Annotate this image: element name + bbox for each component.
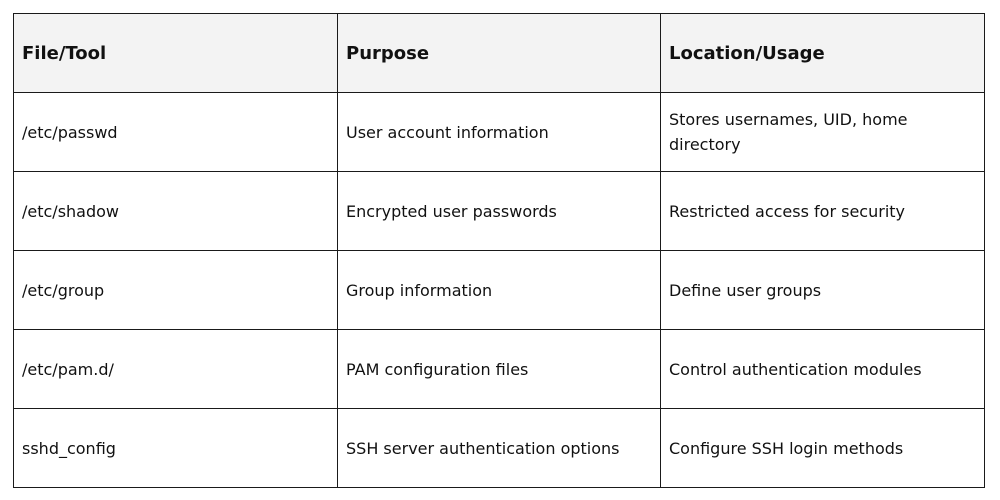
header-purpose: Purpose — [337, 13, 661, 93]
cell-location-usage: Configure SSH login methods — [660, 408, 985, 488]
cell-file-tool: /etc/pam.d/ — [13, 329, 338, 409]
cell-purpose: Encrypted user passwords — [337, 171, 661, 251]
header-file-tool: File/Tool — [13, 13, 338, 93]
table-row: sshd_config SSH server authentication op… — [13, 408, 985, 488]
table-row: /etc/passwd User account information Sto… — [13, 92, 985, 172]
info-table: File/Tool Purpose Location/Usage /etc/pa… — [13, 13, 985, 488]
header-row: File/Tool Purpose Location/Usage — [13, 13, 985, 93]
cell-location-usage: Restricted access for security — [660, 171, 985, 251]
cell-location-usage: Control authentication modules — [660, 329, 985, 409]
table-header: File/Tool Purpose Location/Usage — [13, 13, 985, 93]
cell-location-usage: Define user groups — [660, 250, 985, 330]
cell-location-usage: Stores usernames, UID, home directory — [660, 92, 985, 172]
cell-purpose: PAM configuration files — [337, 329, 661, 409]
cell-file-tool: /etc/shadow — [13, 171, 338, 251]
cell-file-tool: sshd_config — [13, 408, 338, 488]
cell-purpose: Group information — [337, 250, 661, 330]
table-row: /etc/shadow Encrypted user passwords Res… — [13, 171, 985, 251]
table-body: /etc/passwd User account information Sto… — [13, 92, 985, 488]
header-location-usage: Location/Usage — [660, 13, 985, 93]
table-row: /etc/pam.d/ PAM configuration files Cont… — [13, 329, 985, 409]
cell-file-tool: /etc/passwd — [13, 92, 338, 172]
cell-purpose: User account information — [337, 92, 661, 172]
table-row: /etc/group Group information Define user… — [13, 250, 985, 330]
cell-file-tool: /etc/group — [13, 250, 338, 330]
cell-purpose: SSH server authentication options — [337, 408, 661, 488]
